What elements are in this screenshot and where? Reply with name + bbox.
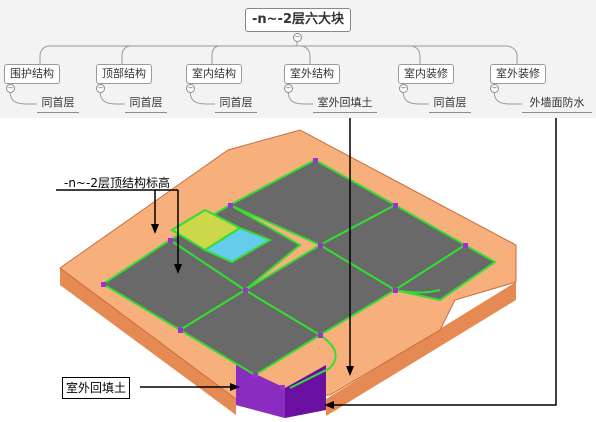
branch-collapse-toggle[interactable]: − — [6, 84, 15, 93]
leaf-same-as-first-floor[interactable]: 同首层 — [429, 94, 471, 113]
branch-interior-finish[interactable]: 室内装修 — [398, 64, 454, 84]
branch-interior-structure[interactable]: 室内结构 — [186, 64, 242, 84]
slab-elevation-callout: -n~-2层顶结构标高 — [64, 176, 170, 190]
backfill-front-face — [236, 365, 285, 418]
branch-collapse-toggle[interactable]: − — [490, 84, 499, 93]
root-collapse-toggle[interactable]: − — [293, 33, 302, 42]
branch-exterior-finish[interactable]: 室外装修 — [490, 64, 546, 84]
leaf-exterior-wall-waterproofing[interactable]: 外墙面防水 — [522, 94, 592, 113]
branch-collapse-toggle[interactable]: − — [186, 84, 195, 93]
branch-exterior-structure[interactable]: 室外结构 — [284, 64, 340, 84]
curved-edge — [289, 334, 337, 389]
slab-side-left — [60, 268, 236, 415]
branch-top-structure[interactable]: 顶部结构 — [96, 64, 152, 84]
root-node[interactable]: -n~-2层六大块 — [245, 8, 351, 32]
branch-enclosure-structure[interactable]: 围护结构 — [4, 64, 60, 84]
curved-edge — [394, 289, 441, 294]
stair-area — [202, 226, 273, 264]
branch-collapse-toggle[interactable]: − — [399, 84, 408, 93]
slab-side-right — [326, 282, 516, 416]
branch-collapse-toggle[interactable]: − — [96, 84, 105, 93]
leaf-same-as-first-floor[interactable]: 同首层 — [37, 94, 79, 113]
leaf-same-as-first-floor[interactable]: 同首层 — [215, 94, 257, 113]
branch-collapse-toggle[interactable]: − — [284, 84, 293, 93]
column-nodes — [101, 158, 468, 390]
floor-panels — [101, 158, 497, 377]
leaf-exterior-backfill[interactable]: 室外回填土 — [313, 94, 377, 113]
leaf-same-as-first-floor[interactable]: 同首层 — [125, 94, 167, 113]
backfill-callout: 室外回填土 — [62, 377, 131, 399]
